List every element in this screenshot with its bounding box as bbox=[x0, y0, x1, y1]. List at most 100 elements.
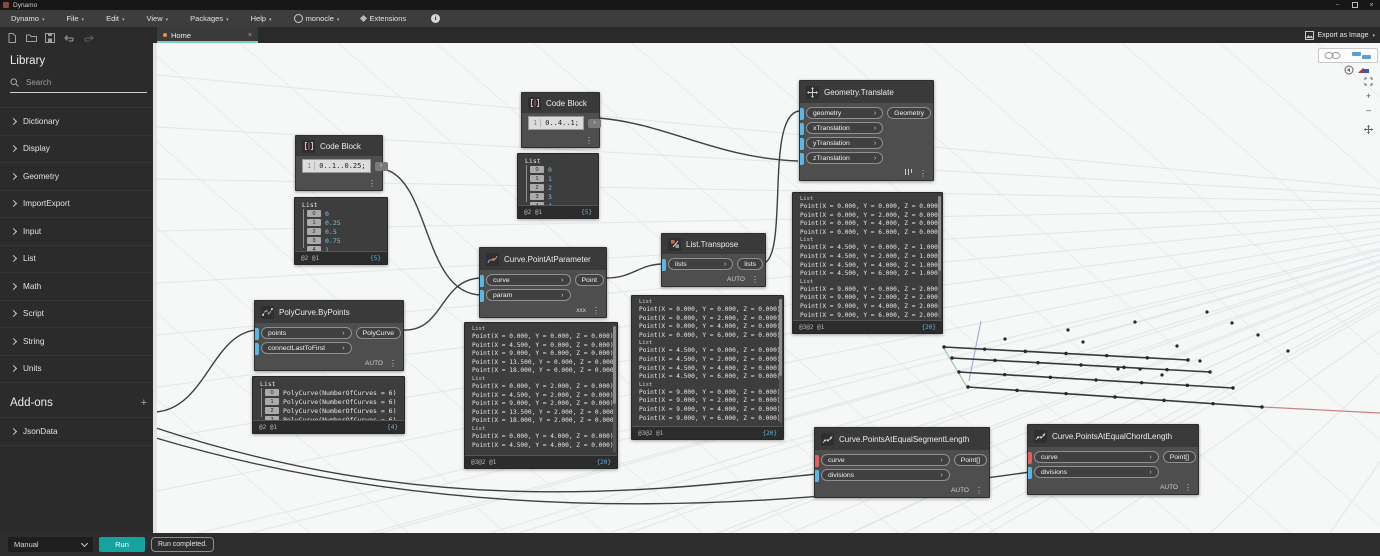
node-header[interactable]: List.Transpose bbox=[662, 234, 765, 254]
bubble-scrollbar[interactable] bbox=[778, 299, 782, 423]
menu-item-monocle[interactable]: monocle bbox=[283, 10, 351, 27]
sidebar-item-input[interactable]: Input bbox=[0, 217, 157, 245]
pan-button[interactable] bbox=[1363, 124, 1374, 135]
node-header[interactable]: Code Block bbox=[522, 93, 599, 113]
input-port-geometry[interactable]: geometry bbox=[800, 107, 884, 120]
tab-home[interactable]: Home bbox=[157, 27, 258, 43]
sidebar-item-units[interactable]: Units bbox=[0, 354, 157, 383]
input-port-curve[interactable]: curve bbox=[1028, 451, 1159, 464]
code-editor[interactable]: 1 0..1..0.25; bbox=[296, 156, 388, 176]
input-port-zTranslation[interactable]: zTranslation bbox=[800, 152, 884, 165]
node-curve-point-at-parameter[interactable]: Curve.PointAtParameter curveparamPoint x… bbox=[479, 247, 607, 318]
kebab-menu-icon[interactable] bbox=[1184, 483, 1192, 492]
node-header[interactable]: PolyCurve.ByPoints bbox=[255, 301, 403, 323]
output-port-Point[interactable]: Point bbox=[574, 274, 604, 286]
node-points-at-equal-segment-length[interactable]: Curve.PointsAtEqualSegmentLength curve di… bbox=[814, 427, 990, 498]
sidebar-scrollbar[interactable] bbox=[153, 43, 157, 533]
sidebar-item-display[interactable]: Display bbox=[0, 134, 157, 163]
orbit-icon[interactable] bbox=[1344, 62, 1354, 80]
tab-close-icon[interactable] bbox=[248, 32, 252, 39]
input-pill[interactable]: zTranslation bbox=[806, 152, 884, 164]
save-icon[interactable] bbox=[45, 30, 55, 43]
sidebar-item-geometry[interactable]: Geometry bbox=[0, 162, 157, 190]
input-pill[interactable]: param bbox=[486, 289, 571, 301]
input-port-yTranslation[interactable]: yTranslation bbox=[800, 137, 884, 150]
scrollbar-thumb[interactable] bbox=[778, 299, 782, 376]
output-port-PolyCurve[interactable]: PolyCurve bbox=[355, 327, 401, 339]
sidebar-item-importexport[interactable]: ImportExport bbox=[0, 189, 157, 218]
input-pill[interactable]: divisions bbox=[1034, 466, 1159, 478]
kebab-menu-icon[interactable] bbox=[751, 275, 759, 284]
kebab-menu-icon[interactable] bbox=[919, 169, 927, 178]
menu-item-extensions[interactable]: Extensions bbox=[350, 10, 417, 27]
close-button[interactable] bbox=[1363, 0, 1380, 10]
zoom-out-button[interactable]: – bbox=[1365, 104, 1371, 115]
input-pill[interactable]: yTranslation bbox=[806, 137, 884, 149]
input-port-divisions[interactable]: divisions bbox=[1028, 466, 1159, 479]
info-icon[interactable] bbox=[431, 14, 441, 23]
sidebar-item-script[interactable]: Script bbox=[0, 299, 157, 328]
output-port[interactable] bbox=[587, 118, 601, 128]
redo-icon[interactable] bbox=[83, 30, 94, 42]
bubble-scrollbar[interactable] bbox=[612, 326, 616, 452]
lacing-auto-label[interactable]: AUTO bbox=[1160, 483, 1178, 491]
kebab-menu-icon[interactable] bbox=[368, 179, 376, 188]
sidebar-item-string[interactable]: String bbox=[0, 327, 157, 355]
node-header[interactable]: Curve.PointAtParameter bbox=[480, 248, 606, 270]
kebab-menu-icon[interactable] bbox=[585, 136, 593, 145]
sidebar-item-dictionary[interactable]: Dictionary bbox=[0, 107, 157, 135]
addon-item-jsondata[interactable]: JsonData bbox=[0, 417, 157, 446]
zoom-fit-button[interactable] bbox=[1363, 76, 1374, 87]
new-file-icon[interactable] bbox=[7, 30, 17, 43]
bubble-scrollbar[interactable] bbox=[937, 196, 941, 317]
kebab-menu-icon[interactable] bbox=[975, 486, 983, 495]
sidebar-item-math[interactable]: Math bbox=[0, 272, 157, 300]
node-polycurve-by-points[interactable]: PolyCurve.ByPoints points connectLastToFi… bbox=[254, 300, 404, 371]
node-header[interactable]: Curve.PointsAtEqualSegmentLength bbox=[815, 428, 989, 450]
input-pill[interactable]: points bbox=[261, 327, 352, 339]
kebab-menu-icon[interactable] bbox=[592, 306, 600, 315]
input-pill[interactable]: lists bbox=[668, 258, 734, 270]
minimize-button[interactable] bbox=[1329, 0, 1346, 10]
input-pill[interactable]: curve bbox=[1034, 451, 1159, 463]
node-header[interactable]: Geometry.Translate bbox=[800, 81, 933, 103]
input-pill[interactable]: divisions bbox=[821, 469, 950, 481]
node-list-transpose[interactable]: List.Transpose listslists AUTO bbox=[661, 233, 766, 287]
open-folder-icon[interactable] bbox=[26, 30, 37, 42]
input-port-points[interactable]: points bbox=[255, 327, 352, 340]
input-pill[interactable]: geometry bbox=[806, 107, 884, 119]
graph-view-toggle[interactable] bbox=[1323, 47, 1343, 65]
input-port-connectLastToFirst[interactable]: connectLastToFirst bbox=[255, 342, 352, 355]
lacing-auto-label[interactable]: AUTO bbox=[365, 359, 383, 367]
menu-item-view[interactable]: View bbox=[136, 10, 180, 27]
output-port[interactable] bbox=[374, 161, 388, 171]
zoom-in-button[interactable]: + bbox=[1365, 90, 1372, 101]
input-pill[interactable]: curve bbox=[821, 454, 950, 466]
node-code-block-2[interactable]: Code Block 1 0..4..1; bbox=[521, 92, 601, 148]
node-header[interactable]: Code Block bbox=[296, 136, 382, 156]
kebab-menu-icon[interactable] bbox=[389, 359, 397, 368]
scrollbar-thumb[interactable] bbox=[937, 196, 941, 272]
lacing-longest-icon[interactable] bbox=[904, 168, 913, 178]
node-geometry-translate[interactable]: Geometry.Translate geometryxTranslationy… bbox=[799, 80, 934, 181]
input-port-curve[interactable]: curve bbox=[480, 274, 571, 287]
undo-icon[interactable] bbox=[64, 30, 74, 42]
search-input[interactable] bbox=[24, 77, 138, 88]
export-as-image-button[interactable]: Export as Image bbox=[1304, 27, 1375, 43]
sidebar-item-list[interactable]: List bbox=[0, 244, 157, 273]
node-header[interactable]: Curve.PointsAtEqualChordLength bbox=[1028, 425, 1198, 447]
run-button[interactable]: Run bbox=[99, 537, 145, 552]
input-port-param[interactable]: param bbox=[480, 289, 571, 302]
output-port-Point[][interactable]: Point[] bbox=[953, 454, 987, 466]
lacing-auto-label[interactable]: AUTO bbox=[951, 486, 969, 494]
output-port-Point[][interactable]: Point[] bbox=[1162, 451, 1196, 463]
add-package-icon[interactable] bbox=[141, 399, 147, 407]
input-port-lists[interactable]: lists bbox=[662, 258, 734, 271]
menu-item-edit[interactable]: Edit bbox=[95, 10, 135, 27]
menu-item-packages[interactable]: Packages bbox=[179, 10, 239, 27]
input-pill[interactable]: connectLastToFirst bbox=[261, 342, 352, 354]
